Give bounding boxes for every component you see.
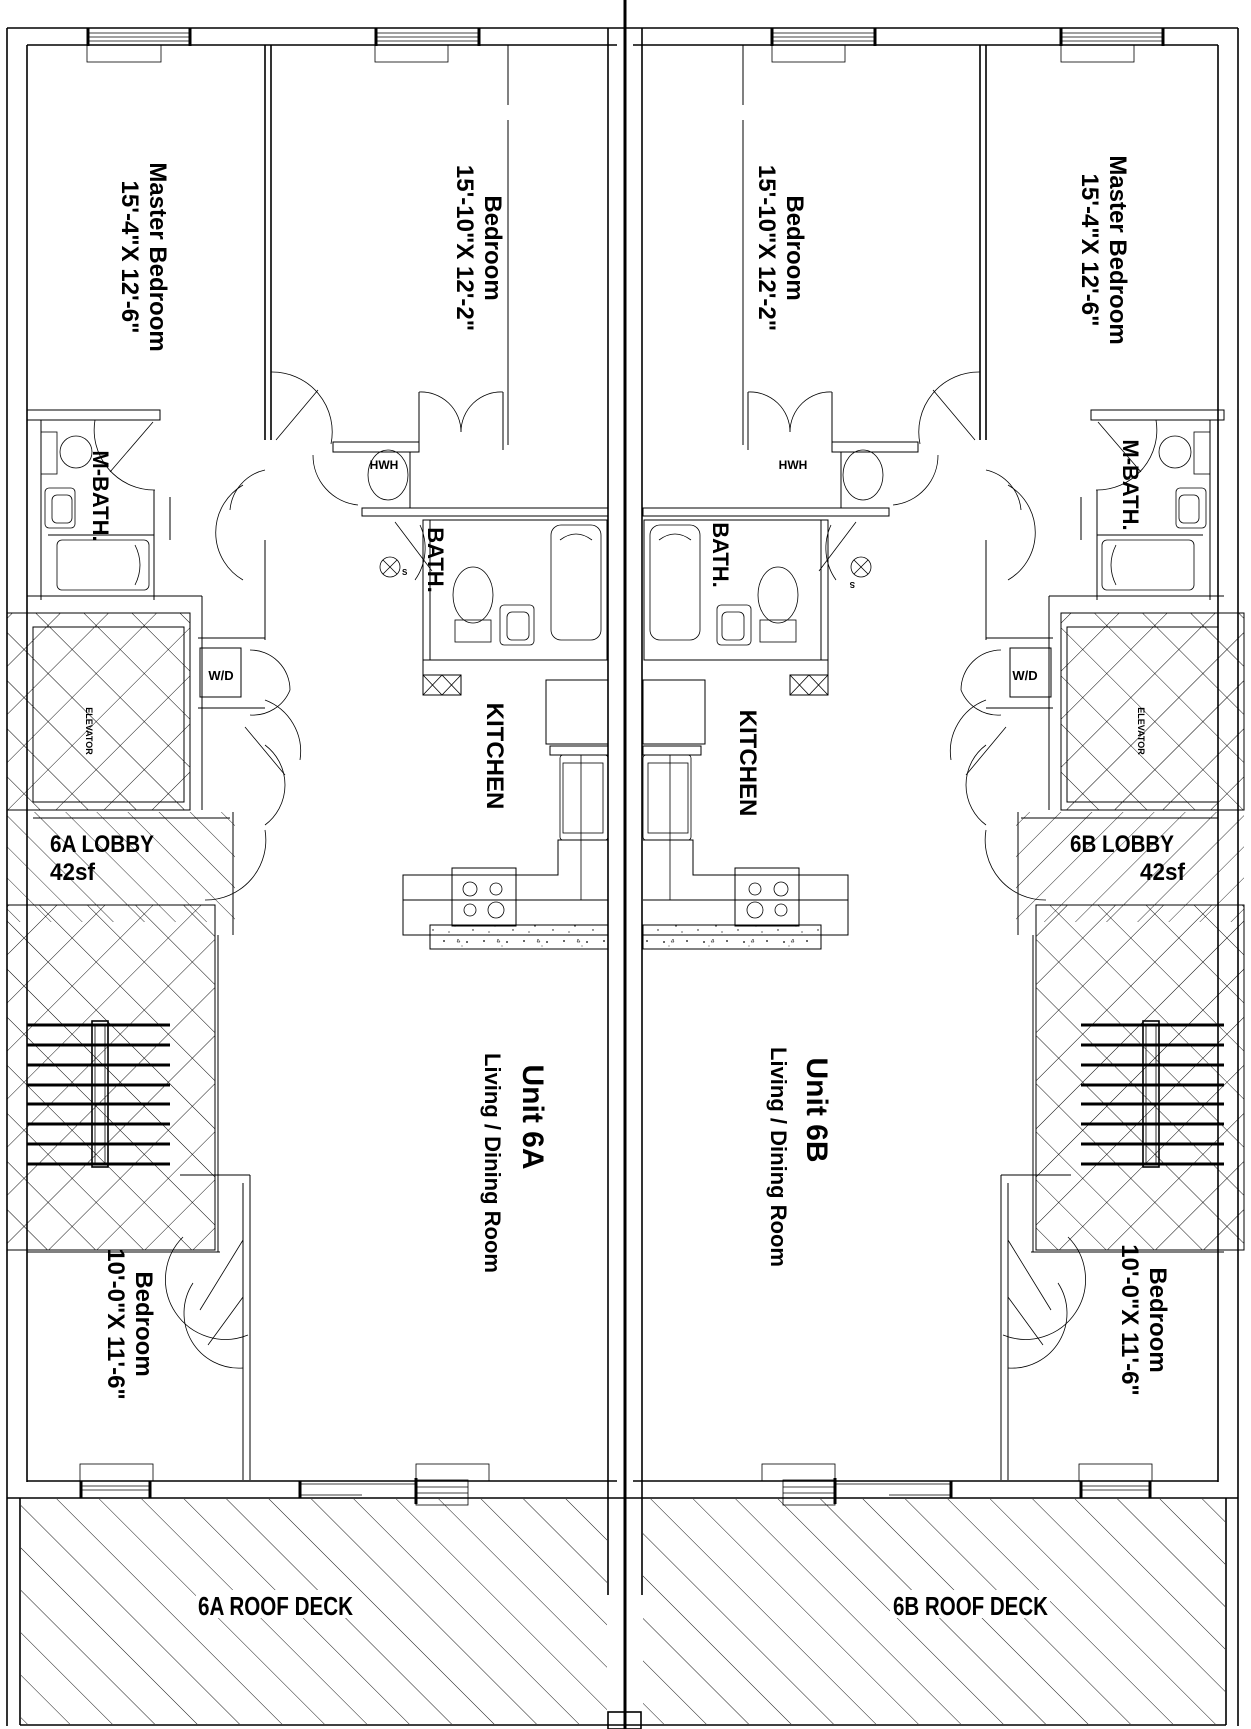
wd-label-6a: W/D	[208, 668, 233, 683]
hot-water-heater	[842, 449, 884, 501]
roof-deck-name-6b: 6B ROOF DECK	[893, 1591, 1048, 1621]
svg-text:S: S	[402, 568, 408, 577]
counter-edge	[429, 924, 609, 950]
room-size-bedroom-upper-6a: 15'-10"X 12'-2"	[451, 165, 478, 331]
labels-6b: Master Bedroom 15'-4"X 12'-6" Bedroom 15…	[708, 155, 1186, 1621]
sliding-door	[298, 1463, 490, 1506]
refrigerator	[545, 679, 609, 745]
hot-water-heater	[367, 449, 409, 501]
room-name-bedroom-upper-6a: Bedroom	[479, 195, 506, 300]
lobby-6a-hatch	[7, 812, 235, 922]
room-name-bath-6a: BATH.	[423, 527, 448, 593]
sliding-door	[761, 1463, 953, 1506]
room-name-master-bath-6b: M-BATH.	[1118, 439, 1143, 530]
hwh-label-6b: HWH	[779, 458, 808, 472]
unit-title-6a: Unit 6A	[516, 1065, 549, 1170]
wd-label-6b: W/D	[1012, 668, 1037, 683]
lobby-name-6b: 6B LOBBY	[1070, 831, 1174, 858]
window	[86, 27, 192, 63]
window	[770, 27, 877, 63]
lobby-area-6b: 42sf	[1140, 859, 1186, 886]
unit-6a: S	[6, 27, 609, 1506]
roof-deck-name-6a: 6A ROOF DECK	[198, 1591, 353, 1621]
room-name-master-bath-6a: M-BATH.	[88, 450, 113, 541]
window	[1078, 1463, 1153, 1498]
hwh-label-6a: HWH	[370, 458, 399, 472]
smoke-mark-6b: S	[849, 580, 855, 589]
room-size-bedroom-upper-6b: 15'-10"X 12'-2"	[753, 165, 780, 331]
elevator-shaft	[6, 612, 191, 811]
window	[1059, 27, 1165, 63]
room-name-kitchen-6b: KITCHEN	[734, 710, 761, 817]
party-wall	[607, 0, 643, 1729]
refrigerator	[642, 679, 706, 745]
room-name-master-bedroom-6a: Master Bedroom	[144, 162, 171, 351]
window	[79, 1463, 154, 1498]
elevator-shaft	[1060, 612, 1245, 811]
room-name-master-bedroom-6b: Master Bedroom	[1104, 155, 1131, 344]
lobby-6b-hatch	[1016, 812, 1244, 922]
elevator-label-6a: ELEVATOR	[84, 707, 94, 755]
range	[451, 867, 517, 927]
stairwell-6a	[6, 904, 216, 1251]
room-name-kitchen-6a: KITCHEN	[481, 703, 508, 810]
lobby-area-6a: 42sf	[50, 859, 96, 886]
washer-dryer	[199, 647, 242, 698]
room-size-master-bedroom-6b: 15'-4"X 12'-6"	[1076, 174, 1103, 327]
room-size-bedroom-lower-6a: 10'-0"X 11'-6"	[102, 1248, 129, 1400]
room-name-bedroom-upper-6b: Bedroom	[781, 195, 808, 300]
unit-title-6b: Unit 6B	[800, 1058, 833, 1163]
smoke-detector	[850, 556, 872, 578]
room-name-living-6a: Living / Dining Room	[480, 1053, 505, 1273]
room-name-bedroom-lower-6b: Bedroom	[1144, 1267, 1171, 1372]
unit-6b	[642, 27, 1245, 1506]
sink	[642, 754, 692, 841]
smoke-detector: S	[379, 556, 408, 578]
washer-dryer	[1009, 647, 1052, 698]
room-size-bedroom-lower-6b: 10'-0"X 11'-6"	[1116, 1244, 1143, 1396]
lobby-name-6a: 6A LOBBY	[50, 831, 154, 858]
room-name-bath-6b: BATH.	[708, 522, 733, 588]
room-name-bedroom-lower-6a: Bedroom	[130, 1271, 157, 1376]
labels-6a: Master Bedroom 15'-4"X 12'-6" Bedroom 15…	[50, 162, 549, 1621]
counter-edge	[642, 924, 822, 950]
elevator-label-6b: ELEVATOR	[1136, 707, 1146, 755]
stairwell-6b	[1035, 904, 1245, 1251]
room-size-master-bedroom-6a: 15'-4"X 12'-6"	[116, 181, 143, 334]
room-name-living-6b: Living / Dining Room	[766, 1047, 791, 1267]
range	[734, 867, 800, 927]
window	[374, 27, 481, 63]
sink	[559, 754, 609, 841]
